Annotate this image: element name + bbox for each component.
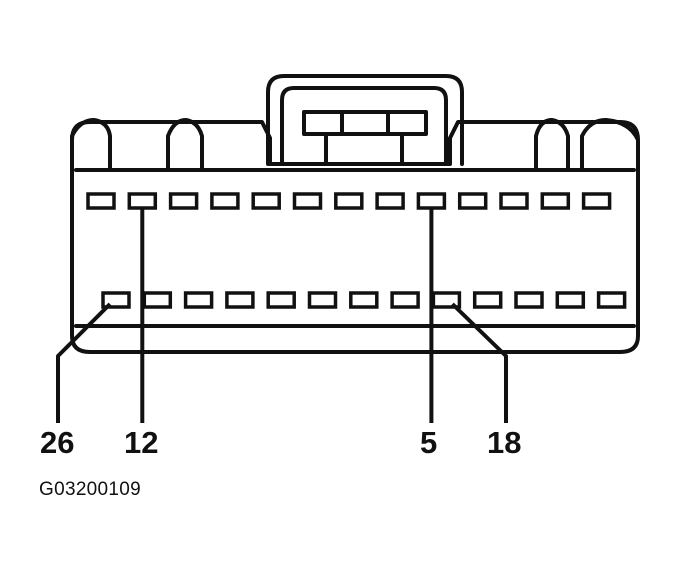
bottom-pin-7 bbox=[349, 291, 379, 309]
bottom-pin-5 bbox=[266, 291, 296, 309]
top-pin-8 bbox=[375, 192, 405, 210]
bottom-pin-11 bbox=[514, 291, 544, 309]
pin-label-18: 18 bbox=[487, 425, 521, 460]
latch-button-right bbox=[386, 110, 428, 136]
latch-button-mid bbox=[340, 110, 390, 136]
pin-label-5: 5 bbox=[420, 425, 437, 460]
top-pin-11 bbox=[499, 192, 529, 210]
top-pin-12 bbox=[540, 192, 571, 210]
bottom-pin-10 bbox=[472, 291, 503, 309]
top-pin-10 bbox=[457, 192, 488, 210]
bottom-pin-13 bbox=[596, 291, 627, 309]
top-pin-1 bbox=[86, 192, 116, 210]
top-pin-4 bbox=[210, 192, 240, 210]
latch-inner bbox=[280, 86, 448, 166]
top-pin-9 bbox=[416, 192, 447, 210]
top-pin-7 bbox=[334, 192, 364, 210]
callout-leaders bbox=[56, 207, 508, 423]
top-pin-row bbox=[86, 192, 612, 210]
guide-post-left-inner bbox=[166, 118, 204, 172]
top-pin-6 bbox=[292, 192, 323, 210]
leader-line-18 bbox=[451, 302, 508, 423]
latch-button-left bbox=[302, 110, 344, 136]
bottom-pin-4 bbox=[225, 291, 255, 309]
bottom-pin-row bbox=[101, 291, 627, 309]
bottom-pin-3 bbox=[183, 291, 214, 309]
guide-post-right-outer bbox=[580, 118, 640, 172]
bottom-pin-12 bbox=[555, 291, 586, 309]
bottom-pin-2 bbox=[142, 291, 173, 309]
pin-label-26: 26 bbox=[40, 425, 74, 460]
bottom-pin-6 bbox=[307, 291, 338, 309]
bottom-pin-8 bbox=[390, 291, 420, 309]
top-pin-2 bbox=[127, 192, 158, 210]
bottom-pin-1 bbox=[101, 291, 131, 309]
leader-line-26 bbox=[56, 302, 112, 423]
guide-post-left-outer bbox=[70, 118, 112, 172]
figure-id: G03200109 bbox=[39, 479, 142, 500]
guide-post-right-inner bbox=[534, 118, 570, 172]
top-pin-5 bbox=[251, 192, 281, 210]
locking-latch bbox=[266, 74, 464, 166]
top-pin-3 bbox=[168, 192, 199, 210]
top-pin-13 bbox=[581, 192, 612, 210]
pin-label-12: 12 bbox=[124, 425, 158, 460]
connector-housing bbox=[70, 120, 640, 354]
latch-tab bbox=[324, 132, 404, 166]
